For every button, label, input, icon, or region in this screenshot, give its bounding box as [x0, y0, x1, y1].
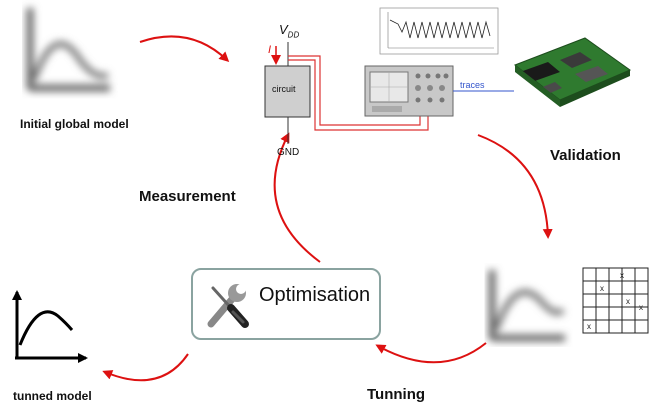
vdd-subscript: DD — [287, 30, 300, 40]
validation-graph — [488, 270, 566, 342]
arrow-initial-to-circuit — [139, 35, 230, 63]
current-label: I — [268, 44, 272, 56]
circuit-box — [264, 65, 311, 118]
optimisation-box: Optimisation — [191, 268, 381, 340]
measurement-label: Measurement — [139, 188, 236, 205]
traces-label: traces — [460, 80, 485, 90]
matrix-mark: x — [639, 303, 643, 312]
circuit-label: circuit — [272, 84, 296, 94]
arrow-validation — [477, 134, 553, 239]
initial-model-graph — [26, 8, 110, 92]
gnd-label: GND — [277, 147, 300, 158]
initial-model-label: Initial global model — [20, 117, 129, 131]
circuit-board — [513, 37, 632, 107]
optimisation-label: Optimisation — [259, 284, 371, 306]
validation-label: Validation — [550, 147, 621, 164]
matrix-mark: x — [620, 271, 624, 280]
error-matrix — [582, 267, 649, 334]
arrow-measurement — [273, 132, 321, 263]
matrix-mark: x — [600, 284, 604, 293]
matrix-mark: x — [626, 297, 630, 306]
vdd-label: VDD — [279, 22, 299, 40]
arrow-tunning — [375, 342, 487, 364]
circuit-wiring — [271, 42, 429, 144]
tunned-model-graph — [12, 290, 88, 363]
vdd-symbol: V — [279, 22, 288, 37]
tools-icon — [207, 284, 249, 328]
arrow-to-tunned-model — [102, 353, 189, 382]
tunned-model-label: tunned model — [13, 389, 92, 403]
oscilloscope — [364, 65, 454, 117]
matrix-mark: x — [587, 322, 591, 331]
tunning-label: Tunning — [367, 386, 426, 403]
waveform-chart — [379, 7, 499, 55]
